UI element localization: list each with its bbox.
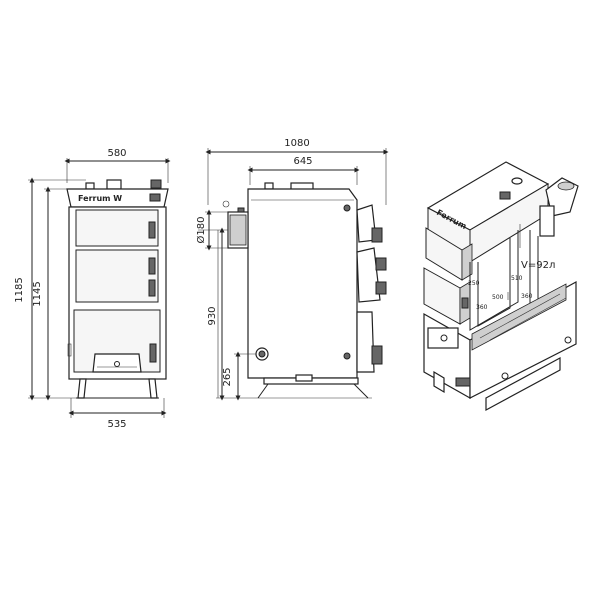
front-brand-logo: Ferrum W: [78, 194, 122, 203]
front-top-stub-left: [85, 182, 95, 190]
side-view: 1080 645 Ø180 930 265: [195, 138, 389, 401]
side-depth-body-label: 645: [293, 156, 312, 167]
front-view: 580 Ferrum W 535: [14, 148, 171, 430]
front-upper-door-handle: [148, 221, 156, 239]
front-panel-gauge: [149, 193, 161, 202]
iso-dim-5: 360: [521, 293, 533, 300]
side-ash-door: [356, 311, 375, 373]
front-height-body-label: 1145: [32, 281, 43, 306]
side-inlet-height-label: 265: [222, 367, 233, 386]
side-flue-diameter-label: Ø180: [195, 217, 207, 244]
side-flue-height-label: 930: [207, 306, 218, 325]
front-middle-door-handle-1: [148, 257, 156, 275]
iso-flue-stub: [539, 205, 555, 237]
front-top-thermometer: [150, 179, 162, 189]
iso-water-volume-label: V=92л: [521, 260, 555, 271]
iso-dim-4: 500: [492, 294, 504, 301]
side-middle-door: [356, 247, 381, 303]
front-damper-knob: [114, 361, 120, 367]
front-top-flue: [106, 179, 122, 190]
front-air-damper: [92, 353, 142, 373]
front-ash-door-handle: [149, 343, 157, 363]
front-height-total-label: 1185: [14, 277, 25, 302]
front-upper-door: [75, 209, 159, 247]
iso-stand: [485, 356, 561, 412]
front-width-top-label: 580: [107, 148, 126, 159]
side-body: [247, 188, 358, 379]
isometric-view: Ferrum V=92л: [423, 161, 579, 412]
front-middle-door: [75, 249, 159, 303]
front-middle-door-handle-2: [148, 279, 156, 297]
iso-grate-bars: [471, 283, 567, 351]
iso-middle-door: [423, 267, 461, 325]
iso-dim-1: 250: [468, 280, 480, 287]
front-side-hinge: [67, 343, 72, 357]
front-leg-left: [77, 378, 87, 399]
side-depth-total-label: 1080: [284, 138, 309, 149]
iso-dim-3: 510: [511, 275, 523, 282]
front-width-bottom-label: 535: [107, 419, 126, 430]
iso-dim-2: 360: [476, 304, 488, 311]
front-leg-right: [148, 378, 158, 399]
